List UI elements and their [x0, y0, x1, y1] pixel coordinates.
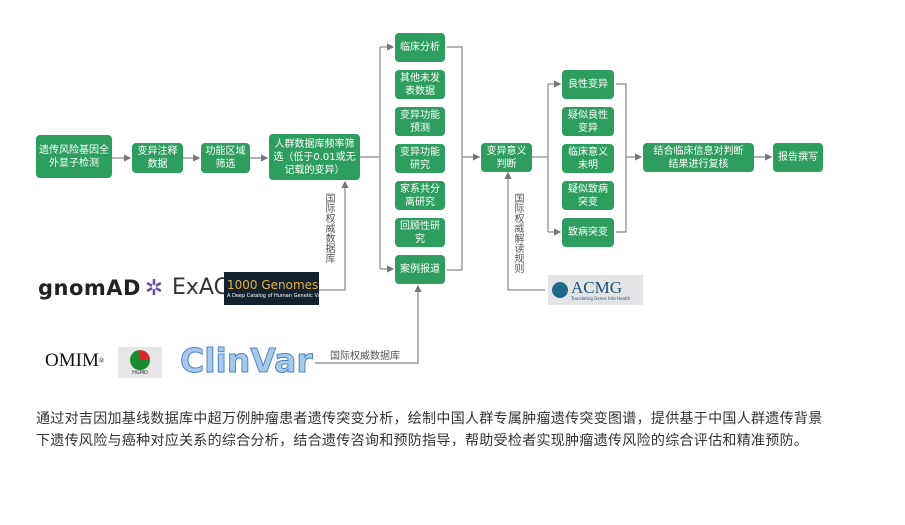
exac-logo: ExAC — [172, 275, 229, 300]
step-clinical-review: 结合临床信息对判断结果进行复核 — [643, 143, 754, 172]
step-wes-detection: 遗传风险基因全外显子检测 — [36, 135, 112, 178]
1000-genomes-logo: 1000 Genomes A Deep Catalog of Human Gen… — [224, 272, 337, 305]
step-region-filter: 功能区域筛选 — [201, 143, 250, 173]
evidence-item: 变异功能研究 — [395, 144, 445, 173]
omim-text: OMIM — [45, 350, 99, 371]
acmg-logo: ACMG Translating Genes Into Health — [548, 275, 643, 305]
evidence-item: 回顾性研究 — [395, 218, 445, 247]
evidence-item: 临床分析 — [395, 33, 445, 62]
step-population-filter: 人群数据库频率筛选（低于0.01或无记载的变异） — [269, 134, 360, 180]
class-item: 致病突变 — [562, 218, 614, 247]
1000-genomes-title: 1000 Genomes — [227, 277, 319, 292]
clinvar-logo: ClinVar — [180, 341, 314, 381]
hgmd-text: HGMD — [132, 369, 148, 376]
evidence-item: 其他未发表数据 — [395, 70, 445, 99]
gnomad-logo: gnomAD — [38, 276, 141, 300]
class-item: 疑似良性变异 — [562, 107, 614, 136]
acmg-emblem-icon — [552, 282, 568, 298]
rules-vertical-label: 国际权威解读规则 — [512, 193, 523, 273]
class-item: 临床意义未明 — [562, 144, 614, 173]
step-significance-judgement: 变异意义判断 — [481, 143, 532, 172]
description-paragraph: 通过对吉因加基线数据库中超万例肿瘤患者遗传突变分析，绘制中国人群专属肿瘤遗传突变… — [36, 411, 823, 449]
exac-molecule-icon: ✲ — [144, 275, 164, 301]
1000-genomes-subtitle: A Deep Catalog of Human Genetic Variatio… — [227, 292, 337, 299]
acmg-tagline: Translating Genes Into Health — [571, 296, 631, 301]
omim-logo: OMIM® — [45, 350, 105, 371]
db-horizontal-label: 国际权威数据库 — [330, 351, 400, 362]
step-variant-annotation: 变异注释数据 — [132, 143, 183, 173]
class-item: 疑似致病突变 — [562, 181, 614, 210]
acmg-text: ACMG — [571, 278, 623, 297]
class-item: 良性变异 — [562, 70, 614, 99]
evidence-item: 家系共分离研究 — [395, 181, 445, 210]
evidence-item: 案例报道 — [395, 255, 445, 284]
hgmd-emblem-icon — [130, 349, 150, 370]
step-report-writing: 报告撰写 — [773, 143, 823, 172]
evidence-item: 变异功能预测 — [395, 107, 445, 136]
db-vertical-label: 国际权威数据库 — [323, 193, 334, 263]
hgmd-logo: HGMD — [118, 347, 162, 378]
